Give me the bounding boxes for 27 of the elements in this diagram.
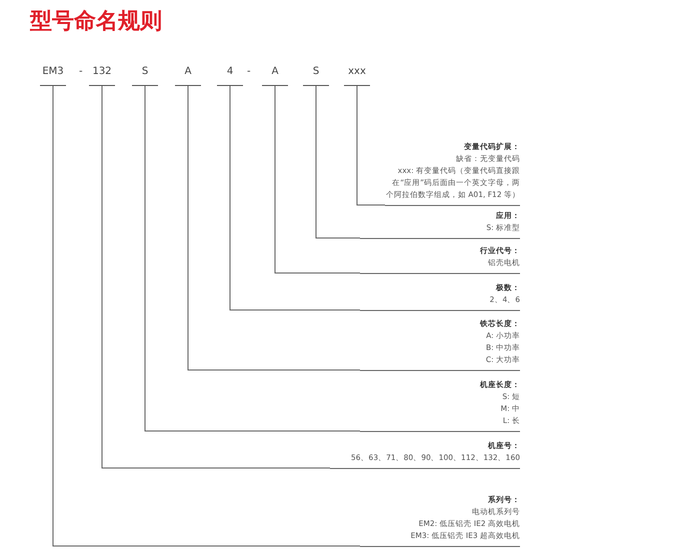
code-segment: S xyxy=(303,64,329,86)
leader-line xyxy=(52,86,360,546)
description-block xyxy=(360,282,520,311)
leader-line xyxy=(188,86,360,370)
leader-line xyxy=(316,86,360,238)
description-block xyxy=(385,141,520,206)
code-segment: A xyxy=(175,64,201,86)
leader-line xyxy=(356,86,386,206)
code-segment: xxx xyxy=(344,64,370,86)
description-block xyxy=(360,210,520,239)
code-segment: EM3 xyxy=(40,64,66,86)
code-segment: 132 xyxy=(89,64,115,86)
separator-dash: - xyxy=(79,65,83,79)
description-block xyxy=(360,245,520,274)
title: 型号命名规则 xyxy=(30,8,162,36)
description-block xyxy=(360,379,520,432)
code-segment: A xyxy=(262,64,288,86)
leader-line xyxy=(274,86,360,274)
description-block xyxy=(360,318,520,371)
code-segment: S xyxy=(132,64,158,86)
separator-dash: - xyxy=(247,65,251,79)
leader-line xyxy=(144,86,360,432)
description-block xyxy=(330,440,520,469)
leader-line xyxy=(230,86,360,310)
description-block xyxy=(360,494,520,547)
leader-line xyxy=(102,86,330,468)
code-segment: 4 xyxy=(217,64,243,86)
